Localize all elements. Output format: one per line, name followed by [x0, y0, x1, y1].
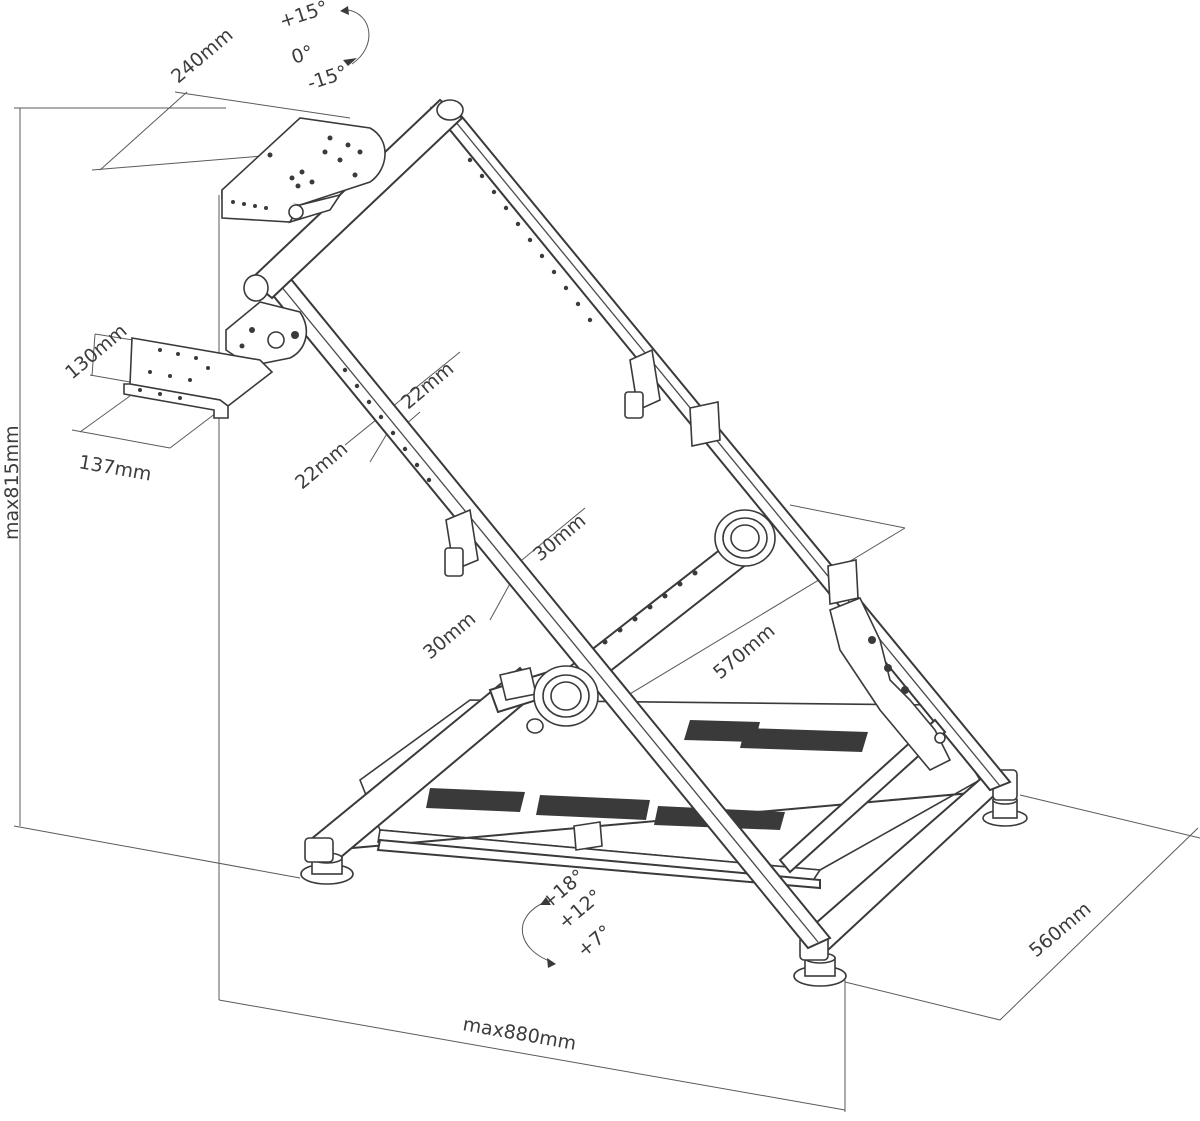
shifter-holes: [138, 348, 210, 400]
label-570mm: 570mm: [709, 620, 779, 684]
shifter-mount: [123, 301, 308, 419]
plate-slot: [740, 728, 868, 752]
wheel-plate: [221, 117, 386, 224]
clamp-knob-icon: [624, 391, 644, 419]
label-max880mm: max880mm: [461, 1013, 578, 1055]
hub-lower-icon: [526, 665, 599, 734]
label-pedal-tilt-7: +7°: [573, 921, 616, 962]
arm-holes: [602, 570, 698, 645]
collar-right-lower: [827, 559, 859, 605]
clamps: [444, 348, 952, 851]
upright-holes: [342, 157, 593, 483]
plate-slot: [684, 720, 760, 742]
label-wheel-tilt-zero: 0°: [289, 41, 316, 69]
tilt-bracket: [829, 596, 952, 771]
dimension-lines: [13, 6, 1200, 1112]
plate-slot: [536, 795, 650, 820]
label-wheel-tilt-minus: -15°: [305, 61, 350, 94]
label-22mm-lower: 22mm: [291, 438, 352, 494]
label-wheel-tilt-plus: +15°: [277, 0, 331, 33]
foot-left-icon: [300, 837, 354, 885]
hub-upper-icon: [714, 509, 776, 567]
collar-right: [689, 401, 721, 447]
feet: [300, 769, 1028, 987]
label-240mm: 240mm: [167, 24, 237, 88]
bracket-lower-left: [499, 667, 537, 701]
label-22mm-upper: 22mm: [397, 358, 458, 414]
plate-slot: [426, 788, 525, 812]
dimension-labels: 240mm +15° 0° -15° 130mm 137mm 22mm 22mm…: [1, 0, 1095, 1055]
label-max815mm: max815mm: [1, 425, 23, 540]
label-30mm-upper: 30mm: [529, 510, 590, 566]
clamp-knob-icon: [444, 547, 464, 577]
bracket-plate: [573, 821, 603, 851]
label-130mm: 130mm: [61, 320, 131, 384]
label-30mm-lower: 30mm: [419, 608, 480, 664]
plate-holes: [231, 135, 363, 210]
label-560mm: 560mm: [1025, 898, 1095, 962]
label-137mm: 137mm: [77, 451, 153, 485]
